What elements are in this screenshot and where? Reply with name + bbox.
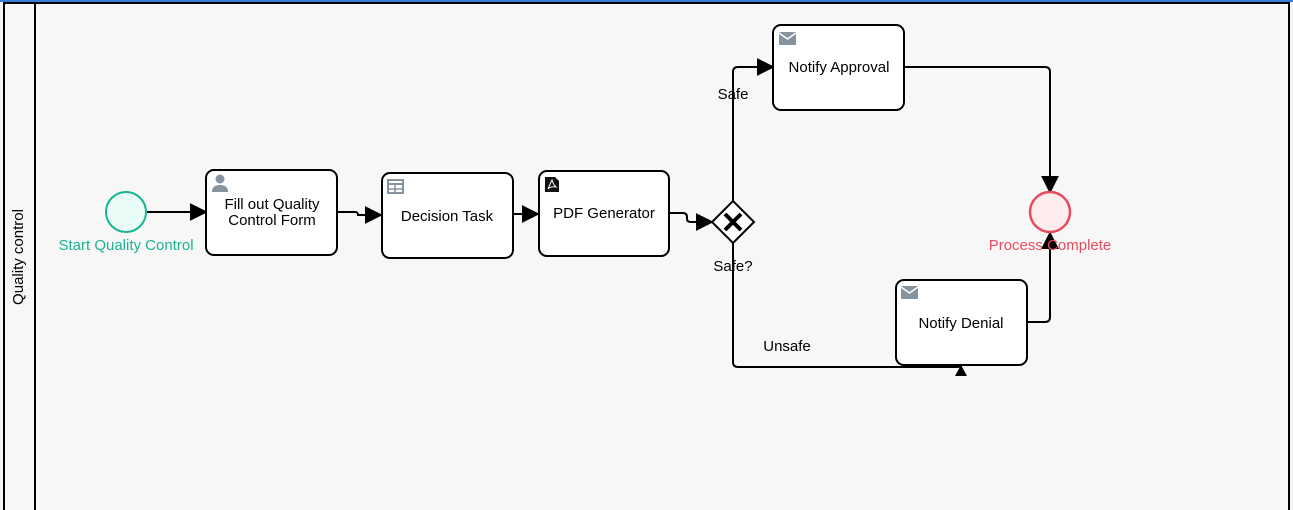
task-notify-denial[interactable]: Notify Denial: [895, 279, 1028, 366]
end-event[interactable]: [1028, 190, 1072, 234]
end-event-label: Process Complete: [989, 237, 1112, 254]
flow-denial-arrowhead: [955, 365, 967, 376]
lane-label: Quality control: [10, 209, 27, 305]
task-decision-label: Decision Task: [401, 208, 494, 225]
start-event-circle[interactable]: [105, 191, 147, 233]
task-decision-box[interactable]: [381, 172, 514, 259]
start-event[interactable]: [105, 191, 147, 233]
task-notify-approval-box[interactable]: [772, 24, 905, 111]
task-pdf-generator-box[interactable]: [538, 170, 670, 257]
flow-pdf-to-gateway[interactable]: [670, 212, 714, 231]
flow-gateway-to-approval[interactable]: [732, 58, 775, 201]
flow-denial-to-end[interactable]: [1027, 231, 1059, 323]
envelope-icon: [778, 32, 797, 45]
task-notify-approval-label: Notify Approval: [789, 59, 890, 76]
task-pdf-generator[interactable]: PDF Generator: [538, 170, 670, 257]
gateway-label: Safe?: [713, 258, 752, 275]
x-mark-icon: [723, 212, 743, 232]
task-notify-denial-box[interactable]: [895, 279, 1028, 366]
task-decision[interactable]: Decision Task: [381, 172, 514, 259]
flow-label-unsafe: Unsafe: [763, 338, 811, 355]
task-notify-approval[interactable]: Notify Approval: [772, 24, 905, 111]
start-event-label: Start Quality Control: [58, 237, 193, 254]
task-pdf-generator-label: PDF Generator: [553, 205, 655, 222]
pdf-icon: [545, 177, 559, 192]
task-fill-out-form-box[interactable]: [205, 169, 338, 256]
flow-label-safe: Safe: [718, 86, 749, 103]
exclusive-gateway[interactable]: [710, 199, 756, 245]
task-fill-out-form-label-line2: Control Form: [228, 212, 316, 229]
table-icon: [387, 179, 404, 194]
task-notify-denial-label: Notify Denial: [918, 315, 1003, 332]
task-fill-out-form[interactable]: Fill out Quality Control Form: [205, 169, 338, 256]
user-icon: [212, 174, 228, 192]
end-event-circle[interactable]: [1028, 190, 1072, 234]
task-fill-out-form-label-line1: Fill out Quality: [224, 196, 320, 213]
flow-form-to-decision[interactable]: [338, 206, 383, 224]
envelope-icon: [900, 286, 919, 299]
flow-approval-to-end[interactable]: [905, 66, 1059, 194]
